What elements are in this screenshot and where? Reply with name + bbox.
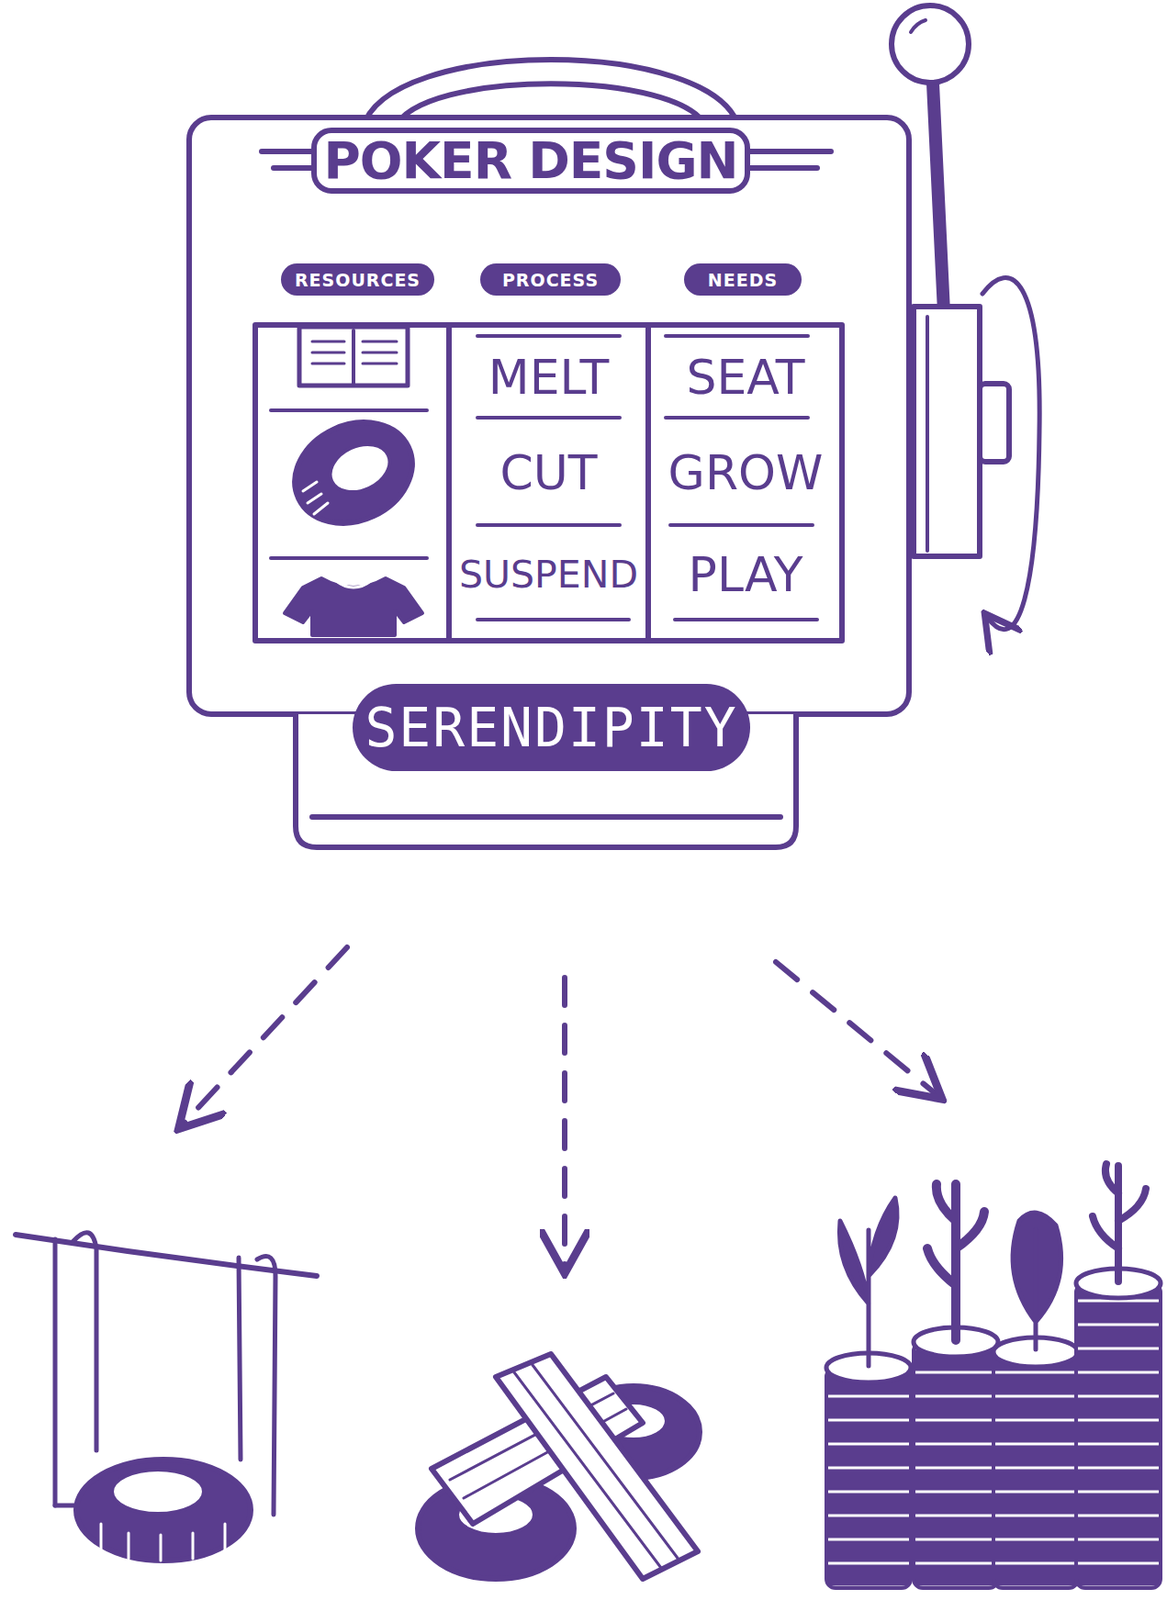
tshirt-collar: [335, 580, 372, 588]
title-banner: POKER DESIGN: [311, 127, 751, 194]
column-header: PROCESS: [480, 263, 621, 296]
reel-cell: SUSPEND: [454, 530, 643, 618]
reel-divider: [645, 325, 651, 641]
reel-window: [255, 325, 842, 641]
node-label: POKER DESIGN: [323, 131, 738, 191]
tire-swing: [15, 1233, 317, 1561]
tshirt-icon: [284, 578, 423, 636]
node-label: SEAT: [685, 349, 805, 405]
dashed-arrow: [775, 962, 939, 1097]
node-label: RESOURCES: [294, 269, 421, 291]
reel-cell: GROW: [653, 424, 838, 521]
column-header: RESOURCES: [280, 263, 435, 296]
reel-line: [477, 523, 620, 528]
lever-rod: [931, 64, 944, 313]
lever-housing: [913, 306, 980, 557]
tire-bench: [417, 1354, 700, 1580]
speed-line: [750, 148, 831, 155]
tire-icon: [278, 403, 429, 542]
base-line: [312, 814, 781, 820]
node-label: PROCESS: [502, 269, 599, 291]
node-label: MELT: [488, 349, 609, 405]
reel-cell: SEAT: [653, 339, 838, 416]
reel-divider: [446, 325, 452, 641]
lever-housing-line: [925, 316, 930, 551]
tire-planters: [826, 1164, 1161, 1589]
speed-line: [273, 165, 312, 171]
reel-cell: MELT: [454, 339, 643, 416]
dashed-arrow: [561, 977, 568, 1269]
reel-line: [674, 617, 818, 622]
book-icon: [299, 326, 408, 386]
reel-line: [665, 415, 808, 420]
lever-shine: [910, 20, 926, 33]
machine-body: [189, 117, 909, 715]
reel-line: [270, 408, 427, 413]
reel-line: [477, 334, 620, 338]
reel-cell: PLAY: [653, 530, 838, 618]
reel-line: [477, 617, 629, 622]
node-label: PLAY: [688, 547, 804, 603]
node-label: SERENDIPITY: [364, 696, 738, 760]
speed-line: [750, 165, 818, 171]
column-header: NEEDS: [684, 263, 802, 296]
node-label: CUT: [499, 445, 597, 501]
node-label: SUSPEND: [459, 552, 639, 597]
reel-line: [665, 334, 808, 338]
dashed-arrow: [181, 947, 348, 1126]
node-label: GROW: [668, 445, 824, 501]
reel-line: [670, 523, 813, 528]
reel-line: [477, 415, 620, 420]
lever-ball: [891, 5, 969, 83]
pull-arrow: [982, 277, 1040, 629]
reel-line: [270, 556, 427, 561]
jackpot-display: SERENDIPITY: [352, 684, 751, 772]
node-label: NEEDS: [707, 269, 778, 291]
reel-cell: CUT: [454, 424, 643, 521]
lever-knob: [979, 383, 1010, 462]
speed-line: [261, 148, 312, 155]
